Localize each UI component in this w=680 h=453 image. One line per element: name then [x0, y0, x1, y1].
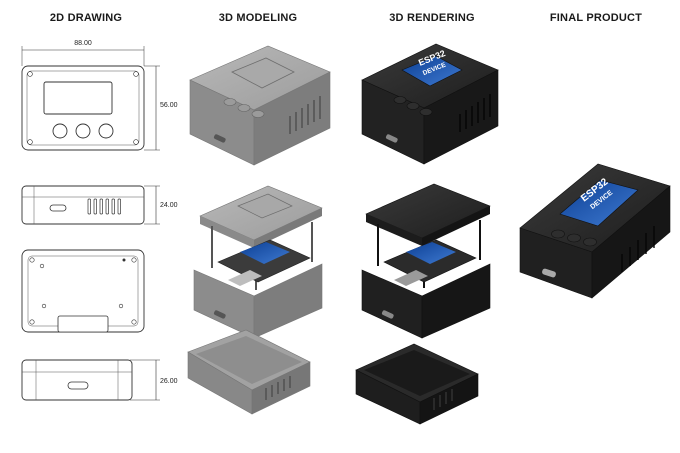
- dim-depth-bottom-label: 26.00: [160, 378, 178, 385]
- header-final-product: FINAL PRODUCT: [549, 12, 643, 24]
- header-3d-rendering: 3D RENDERING: [389, 12, 475, 24]
- header-3d-modeling: 3D MODELING: [218, 12, 298, 24]
- header-2d-drawing: 2D DRAWING: [49, 12, 123, 24]
- dim-height-label: 56.00: [160, 102, 178, 109]
- dim-depth-top-label: 24.00: [160, 202, 178, 209]
- dim-width-label: 88.00: [74, 40, 92, 47]
